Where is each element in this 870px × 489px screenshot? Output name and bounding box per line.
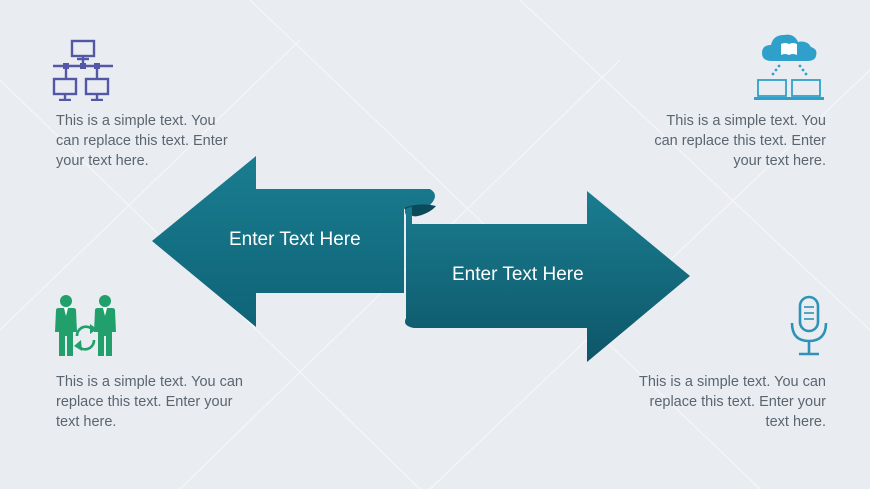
businessmen-exchange-icon (55, 295, 116, 356)
right-arrow-label: Enter Text Here (452, 264, 584, 285)
cloud-book-laptops-icon (754, 34, 824, 100)
left-arrow-label: Enter Text Here (229, 229, 361, 250)
text-block-top-left: This is a simple text. You can replace t… (56, 113, 228, 169)
left-arrow (152, 156, 435, 327)
network-computers-icon (52, 39, 113, 101)
microphone-icon (790, 295, 828, 356)
text-block-top-right: This is a simple text. You can replace t… (654, 113, 826, 169)
text-block-bottom-left: This is a simple text. You can replace t… (56, 374, 243, 430)
text-block-bottom-right: This is a simple text. You can replace t… (639, 374, 826, 430)
right-arrow (404, 191, 690, 362)
